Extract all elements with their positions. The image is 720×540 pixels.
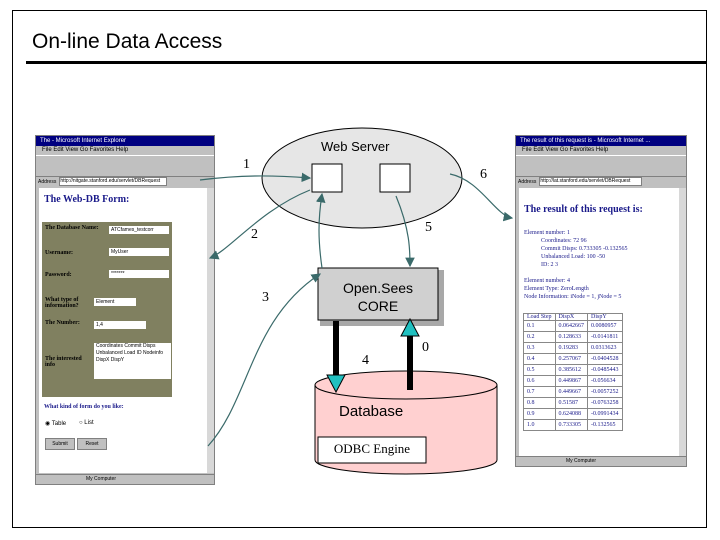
radio-list[interactable]: ○ List: [79, 420, 94, 426]
type-select[interactable]: Element: [94, 298, 136, 306]
reset-button[interactable]: Reset: [77, 438, 107, 450]
left-browser-titlebar[interactable]: The - Microsoft Internet Explorer: [36, 136, 214, 146]
arrow-label-3: 3: [262, 290, 269, 305]
left-browser-content: The Web-DB Form: The Database Name: ATCf…: [39, 188, 207, 473]
arrow-label-4: 4: [362, 353, 369, 368]
right-browser-toolbar[interactable]: [516, 155, 686, 177]
left-browser-toolbar[interactable]: [36, 155, 214, 177]
right-status-bar: My Computer: [516, 456, 686, 466]
e1-commit: Commit Disps: 0.733305 -0.132565: [541, 246, 628, 252]
slide-title: On-line Data Access: [32, 30, 223, 53]
e2-node: Node Information: iNode = 1, jNode = 5: [524, 294, 622, 300]
right-browser-content: The result of this request is: Element n…: [519, 188, 679, 456]
e2-element: Element number: 4: [524, 278, 570, 284]
e1-id: ID: 2 3: [541, 262, 558, 268]
right-browser-titlebar[interactable]: The result of this request is - Microsof…: [516, 136, 686, 146]
arrow-6: [449, 173, 514, 222]
db-name-label: The Database Name:: [45, 225, 99, 231]
arrow-label-1: 1: [243, 157, 250, 172]
odbc-box: [317, 436, 427, 464]
number-label: The Number:: [45, 320, 80, 326]
right-browser-window[interactable]: The result of this request is - Microsof…: [515, 135, 687, 467]
left-browser-window[interactable]: The - Microsoft Internet Explorer File E…: [35, 135, 215, 485]
form-kind-label: What kind of form do you like:: [44, 404, 124, 410]
arrow-1: [199, 172, 312, 183]
radio-list-label: List: [84, 420, 94, 426]
left-scrollbar[interactable]: [207, 188, 214, 473]
arrow-2: [208, 189, 311, 260]
form-title: The Web-DB Form:: [44, 194, 130, 205]
right-browser-menu[interactable]: File Edit View Go Favorites Help: [522, 147, 609, 153]
arrow-label-0: 0: [422, 340, 429, 355]
radio-table[interactable]: ◉ Table: [45, 421, 67, 427]
info-label: The interested info: [45, 356, 82, 368]
submit-button[interactable]: Submit: [45, 438, 75, 450]
right-address-input[interactable]: http://lat.stanford.edu/servlet/DBReques…: [539, 177, 643, 187]
odbc-label: ODBC Engine: [333, 441, 411, 456]
core-label-line2: CORE: [357, 298, 399, 314]
table-cell: -0.132565: [587, 419, 623, 431]
e1-unbal: Unbalanced Load: 100 -50: [541, 254, 606, 260]
arrow-core-up: [315, 192, 326, 269]
web-server-label: Web Server: [321, 139, 390, 154]
core-box: [317, 267, 439, 321]
type-label: What type of information?: [45, 297, 79, 309]
table-cell: 1.0: [523, 419, 556, 431]
core-label-line1: Open.Sees: [342, 280, 414, 296]
arrow-3: [207, 273, 322, 447]
database-label: Database: [339, 403, 404, 420]
db-name-input[interactable]: ATCfames_testcorr: [109, 226, 169, 234]
username-label: Username:: [45, 250, 73, 256]
arrow-label-2: 2: [251, 227, 258, 242]
result-heading: The result of this request is:: [524, 204, 643, 215]
number-input[interactable]: 1,4: [94, 321, 146, 329]
left-status-bar: My Computer: [36, 474, 214, 484]
password-label: Password:: [45, 272, 72, 278]
core-db-arrows: [326, 317, 420, 394]
radio-table-label: Table: [51, 421, 67, 427]
username-input[interactable]: MyUser: [109, 248, 169, 256]
left-address-input[interactable]: http://nitgate.stanford.edu/servlet/DBRe…: [59, 177, 167, 187]
password-input[interactable]: *******: [109, 270, 169, 278]
title-rule: [26, 61, 706, 64]
server-box-right: [379, 163, 411, 193]
database-top: [314, 370, 498, 400]
e1-coords: Coordinates: 72 96: [541, 238, 587, 244]
slide-frame: [12, 10, 707, 528]
server-box-left: [311, 163, 343, 193]
right-scrollbar[interactable]: [679, 188, 686, 456]
left-browser-menu[interactable]: File Edit View Go Favorites Help: [42, 147, 129, 153]
arrow-label-6: 6: [480, 167, 487, 182]
e2-type: Element Type: ZeroLength: [524, 286, 589, 292]
arrow-5: [395, 195, 415, 268]
flow-arrows: [199, 172, 514, 447]
info-listbox[interactable]: Coordinates Commit Disps Unbalanced Load…: [94, 343, 171, 379]
arrow-label-5: 5: [425, 220, 432, 235]
e1-element: Element number: 1: [524, 230, 570, 236]
